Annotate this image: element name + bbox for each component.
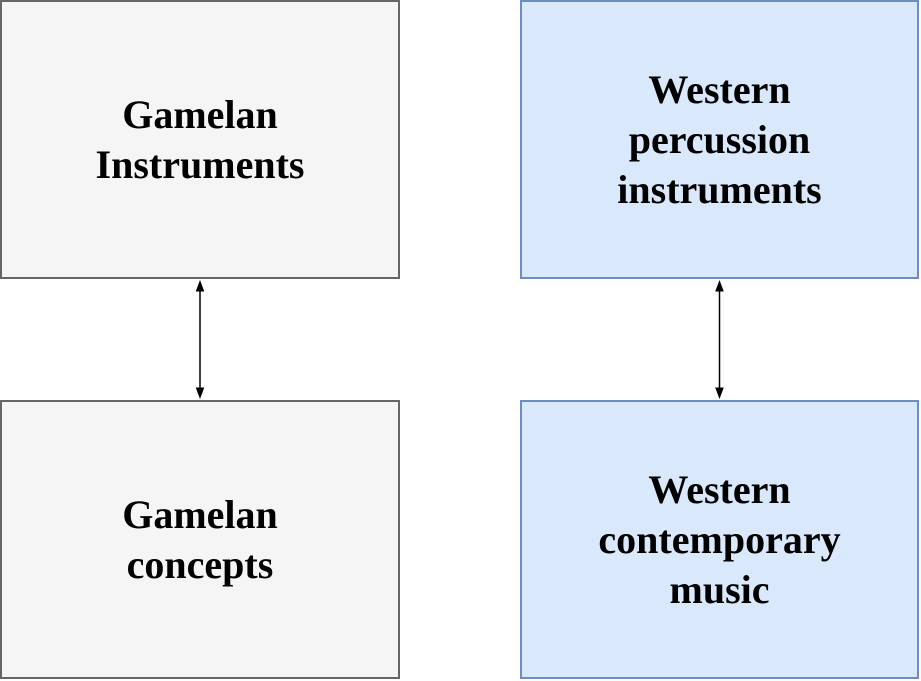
double-arrow-connector-right xyxy=(715,280,724,399)
node-gamelan-concepts: Gamelan concepts xyxy=(0,400,400,679)
node-gamelan-instruments: Gamelan Instruments xyxy=(0,0,400,279)
node-gamelan-instruments-label: Gamelan Instruments xyxy=(95,91,305,187)
double-arrow-connector-left xyxy=(195,280,205,399)
node-western-percussion-instruments-label: Western percussion instruments xyxy=(617,66,822,212)
node-western-percussion-instruments: Western percussion instruments xyxy=(520,0,919,279)
arrowhead-up-icon xyxy=(715,280,724,292)
arrowhead-up-icon xyxy=(195,280,205,292)
node-gamelan-concepts-label: Gamelan concepts xyxy=(122,491,278,587)
node-western-contemporary-music-label: Western contemporary music xyxy=(598,466,841,612)
node-western-contemporary-music: Western contemporary music xyxy=(520,400,919,679)
arrowhead-down-icon xyxy=(195,387,205,399)
arrowhead-down-icon xyxy=(715,387,724,399)
